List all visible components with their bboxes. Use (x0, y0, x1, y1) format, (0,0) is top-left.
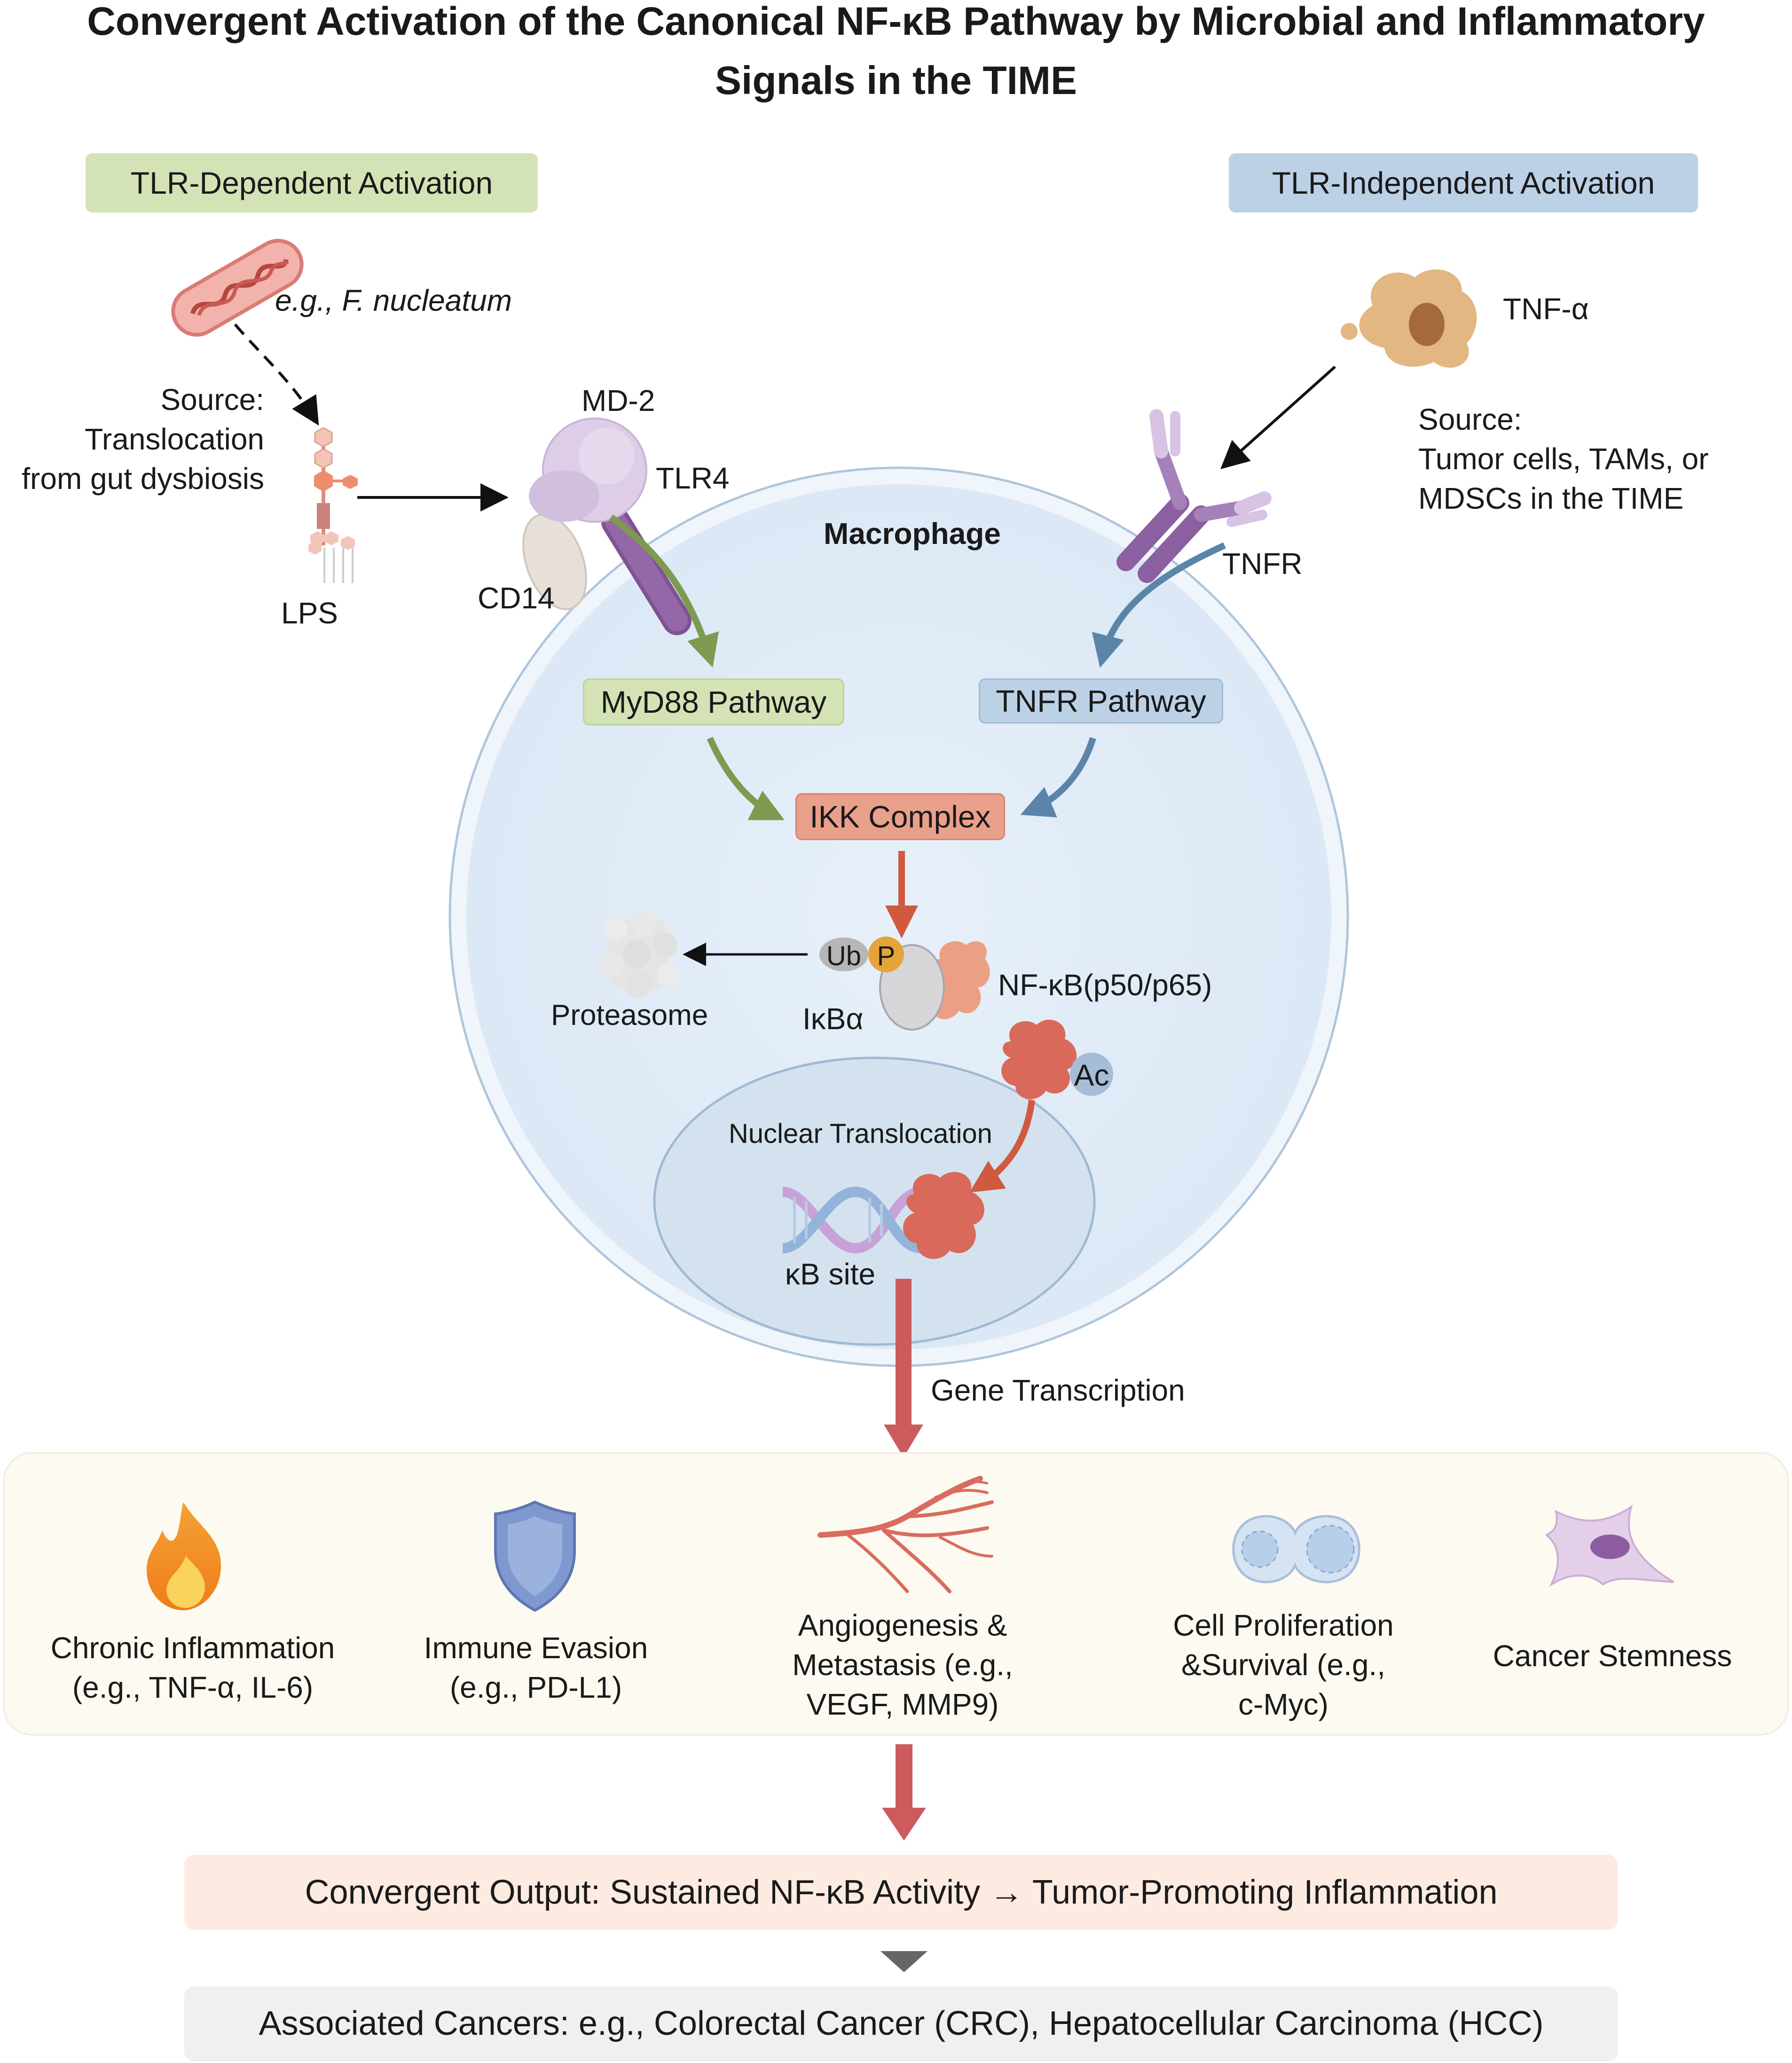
tnfr-to-pathway-arrow (1092, 542, 1226, 668)
dashed-translocation-arrow (234, 323, 319, 426)
tlr-independent-header: TLR-Independent Activation (1229, 153, 1698, 213)
outcome-line: (e.g., PD-L1) (449, 1670, 622, 1704)
ikba-nfkb-complex-icon (819, 937, 990, 1031)
convergent-output-text: Convergent Output: Sustained NF-κB Activ… (305, 1874, 1498, 1911)
ikk-complex-box: IKK Complex (795, 793, 1005, 840)
cd14-label: CD14 (478, 581, 555, 615)
gene-transcription-arrow (884, 1279, 923, 1457)
nfkb-label: NF-κB(p50/p65) (998, 968, 1212, 1002)
source-left: Source: Translocation from gut dysbiosis (0, 380, 264, 498)
outcome-line: &Survival (e.g., (1181, 1648, 1385, 1682)
bacteria-label: e.g., F. nucleatum (275, 283, 512, 317)
ub-label: Ub (826, 941, 862, 971)
diagram-title: Convergent Activation of the Canonical N… (0, 0, 1792, 110)
proteasome-label: Proteasome (551, 999, 708, 1032)
lps-label: LPS (281, 596, 338, 630)
outcome-line: Metastasis (e.g., (792, 1648, 1013, 1682)
outcome-angiogenesis: Angiogenesis & Metastasis (e.g., VEGF, M… (752, 1606, 1053, 1724)
myd88-to-ikk-arrow (707, 737, 785, 820)
dna-icon (782, 1186, 922, 1254)
source-right: Source: Tumor cells, TAMs, or MDSCs in t… (1418, 400, 1709, 518)
outcome-line: VEGF, MMP9) (806, 1687, 999, 1721)
outcome-line: c-Myc) (1238, 1687, 1328, 1721)
outcome-line: (e.g., TNF-α, IL-6) (72, 1670, 314, 1704)
outcome-chronic-inflammation: Chronic Inflammation (e.g., TNF-α, IL-6) (19, 1628, 367, 1707)
shield-icon (494, 1500, 576, 1612)
tnf-alpha-icon (1341, 269, 1477, 368)
associated-box (184, 1986, 1618, 2062)
myd88-pathway-box: MyD88 Pathway (583, 678, 844, 725)
tlr4-label: TLR4 (656, 461, 730, 495)
source-left-line: Source: (160, 383, 264, 417)
nuclear-translocation-arrow (969, 1100, 1035, 1193)
tnf-to-tnfr-arrow (1220, 365, 1336, 469)
blood-vessel-icon (817, 1476, 994, 1593)
tlr4-receptor-icon (522, 417, 692, 635)
tnfr-pathway-box: TNFR Pathway (979, 678, 1223, 724)
outcome-line: Chronic Inflammation (50, 1631, 335, 1665)
associated-cancers-text: Associated Cancers: e.g., Colorectal Can… (259, 2005, 1544, 2042)
outcome-line: Angiogenesis & (798, 1608, 1007, 1642)
outcome-cancer-stemness: Cancer Stemness (1467, 1636, 1758, 1676)
convergent-to-associated-arrow (880, 1951, 927, 1972)
phosphate-label: P (877, 941, 896, 971)
nfkb-bound-dna-icon (903, 1172, 984, 1259)
nuclear-translocation-label: Nuclear Translocation (729, 1118, 992, 1149)
convergent-box (184, 1855, 1618, 1930)
outcome-line: Cancer Stemness (1493, 1639, 1732, 1673)
tnfr-receptor-icon (1116, 409, 1272, 583)
tnfr-label: TNFR (1222, 547, 1303, 581)
outcome-cell-proliferation: Cell Proliferation &Survival (e.g., c-My… (1128, 1606, 1438, 1724)
tnfr-pathway-to-ikk-arrow (1020, 737, 1096, 818)
ikba-label: IκBα (802, 1002, 864, 1036)
source-left-line: from gut dysbiosis (22, 462, 264, 496)
source-left-line: Translocation (85, 422, 264, 456)
tlr4-to-myd88-arrow (609, 514, 719, 668)
tnf-alpha-label: TNF-α (1503, 292, 1589, 326)
nfkb-acetylated-icon (1001, 1019, 1113, 1100)
source-right-line: MDSCs in the TIME (1418, 481, 1684, 515)
md2-label: MD-2 (582, 384, 655, 417)
macrophage-label: Macrophage (824, 517, 1001, 551)
gene-transcription-label: Gene Transcription (931, 1373, 1185, 1407)
title-line-1: Convergent Activation of the Canonical N… (87, 0, 1705, 43)
outcome-line: Immune Evasion (424, 1631, 648, 1665)
bacterium-icon (171, 239, 304, 337)
flame-icon (146, 1502, 221, 1610)
kb-site-label: κB site (785, 1257, 876, 1291)
dividing-cell-icon (1232, 1515, 1360, 1583)
outcome-line: Cell Proliferation (1173, 1608, 1394, 1642)
proteasome-icon (599, 912, 679, 998)
outcomes-to-convergent-arrow (882, 1744, 926, 1841)
ac-label: Ac (1074, 1058, 1109, 1092)
lps-molecule-icon (308, 427, 358, 583)
outcome-immune-evasion: Immune Evasion (e.g., PD-L1) (395, 1628, 677, 1707)
title-line-2: Signals in the TIME (715, 58, 1077, 102)
stem-cell-icon (1545, 1504, 1674, 1587)
source-right-line: Source: (1418, 402, 1522, 436)
tlr-dependent-header: TLR-Dependent Activation (86, 153, 538, 213)
source-right-line: Tumor cells, TAMs, or (1418, 442, 1709, 476)
